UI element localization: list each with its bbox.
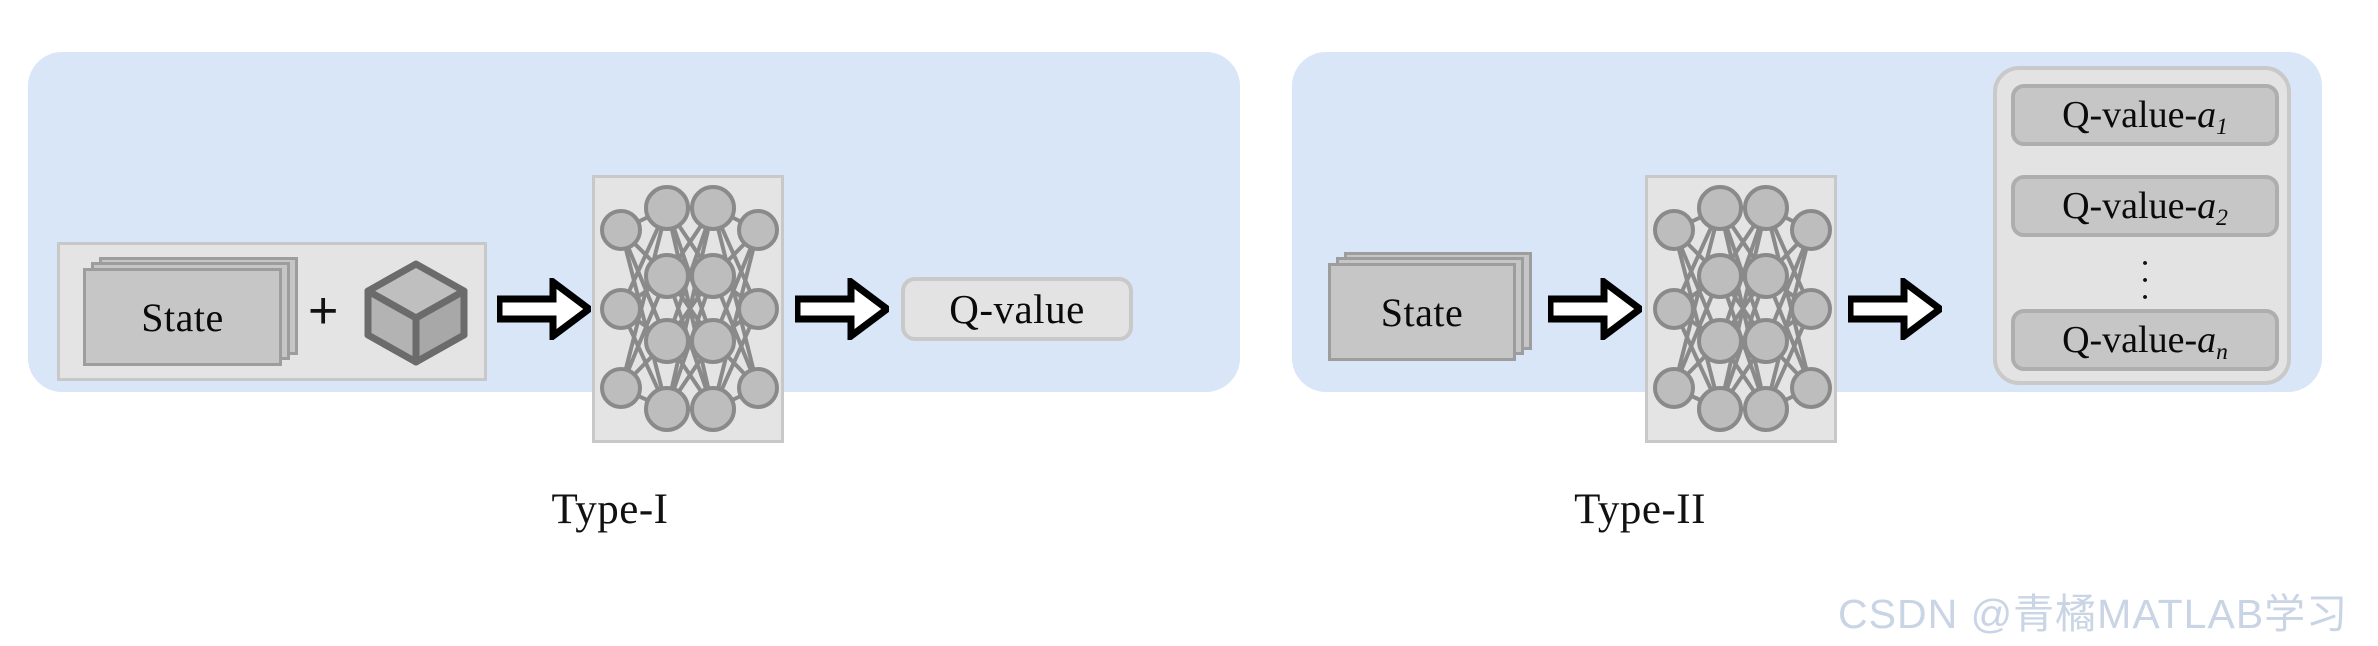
q-value-item-2-index: 2 xyxy=(2216,204,2228,231)
q-value-item-n-action: a xyxy=(2197,319,2217,361)
q-value-item-n-index: n xyxy=(2216,338,2228,365)
watermark-text: CSDN @青橘MATLAB学习 xyxy=(1838,591,2349,637)
state-card-front: State xyxy=(1328,263,1516,361)
cube-icon xyxy=(361,258,471,368)
vertical-dots-icon: ··· xyxy=(2139,245,2151,316)
type1-plus-operator: + xyxy=(308,282,339,340)
type2-arrow-network-to-output xyxy=(1846,275,1946,343)
q-value-item-1-prefix: Q-value- xyxy=(2062,94,2198,136)
q-value-item-1-index: 1 xyxy=(2216,113,2228,140)
type1-neural-network-icon xyxy=(592,175,784,443)
q-value-item-2-action: a xyxy=(2197,185,2217,227)
type1-arrow-state-to-network xyxy=(495,275,595,343)
state-card-front: State xyxy=(83,268,282,366)
type2-output-q-value-list: Q-value-a1 Q-value-a2 ··· Q-value-an xyxy=(1993,66,2291,385)
q-value-item-2: Q-value-a2 xyxy=(2011,175,2279,237)
q-value-item-1: Q-value-a1 xyxy=(2011,84,2279,146)
type2-state-label: State xyxy=(1380,289,1464,335)
type1-output-q-value: Q-value xyxy=(901,277,1133,341)
type1-state-card-stack: State xyxy=(83,257,298,367)
caption-type-2: Type-II xyxy=(1574,486,1706,533)
type1-arrow-network-to-output xyxy=(793,275,893,343)
type2-neural-network-icon xyxy=(1645,175,1837,443)
q-value-item-2-prefix: Q-value- xyxy=(2062,185,2198,227)
type1-state-label: State xyxy=(141,294,224,340)
q-value-item-n: Q-value-an xyxy=(2011,309,2279,371)
caption-type-1: Type-I xyxy=(551,486,669,533)
type2-arrow-state-to-network xyxy=(1546,275,1646,343)
q-value-item-1-action: a xyxy=(2197,94,2217,136)
q-value-item-n-prefix: Q-value- xyxy=(2062,319,2198,361)
type2-state-card-stack: State xyxy=(1328,252,1533,364)
